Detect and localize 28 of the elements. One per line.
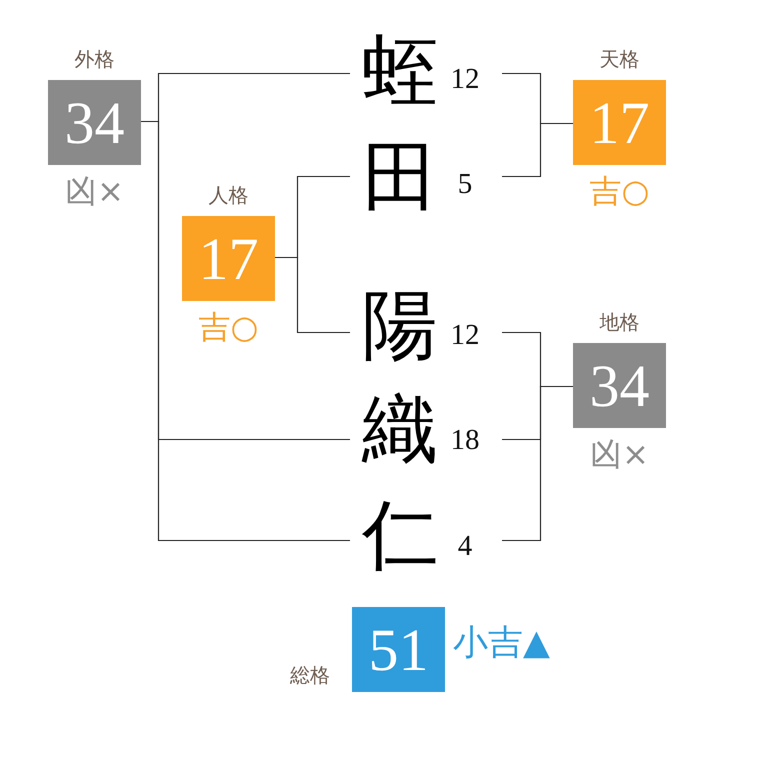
name-kanji: 陽 [361, 286, 439, 366]
name-kanji: 仁 [361, 496, 439, 576]
connector-line [275, 256, 350, 334]
stroke-count: 12 [450, 64, 480, 94]
stroke-count: 4 [456, 531, 474, 561]
fortune-verdict: 小吉▲ [453, 622, 550, 665]
name-kanji: 田 [361, 138, 439, 218]
score-tile: 51 [352, 607, 445, 692]
fortune-verdict: 吉○ [590, 171, 650, 212]
grade-heading: 人格 [208, 182, 248, 209]
score-tile: 34 [573, 343, 666, 428]
connector-line [502, 122, 573, 178]
fortune-verdict: 凶× [590, 434, 649, 475]
name-kanji: 織 [360, 390, 439, 470]
stroke-count: 12 [450, 320, 480, 350]
stroke-count: 5 [456, 169, 474, 199]
grade-heading: 天格 [600, 46, 640, 73]
stroke-count: 18 [450, 425, 480, 455]
fortune-verdict: 吉○ [198, 307, 258, 348]
connector-line [502, 386, 573, 542]
name-kanji: 蛭 [361, 32, 439, 112]
fortune-verdict: 凶× [65, 171, 124, 212]
score-tile: 34 [48, 80, 141, 165]
grade-heading: 総格 [289, 662, 331, 689]
grade-heading: 地格 [600, 309, 640, 336]
score-tile: 17 [182, 216, 275, 301]
grade-heading: 外格 [74, 46, 114, 73]
score-tile: 17 [573, 80, 666, 165]
